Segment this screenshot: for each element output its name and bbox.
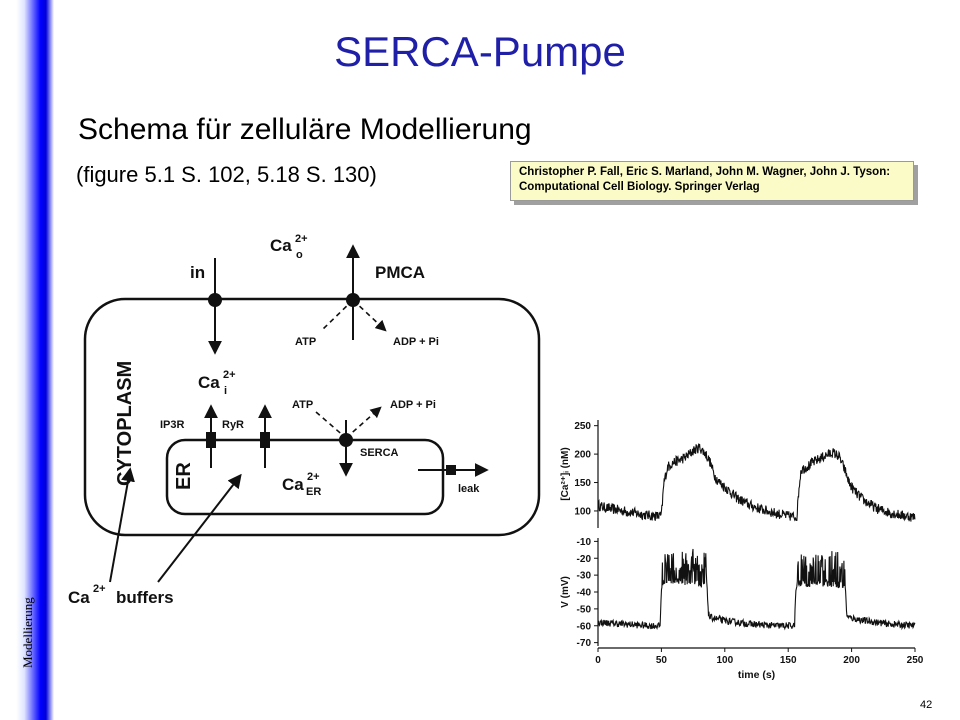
chart2-ytick-label: -70 [577,638,592,649]
chart2-xlabel: time (s) [738,669,775,681]
chart2-ylabel: V (mV) [560,576,571,608]
chart2-ytick-label: -20 [577,554,592,565]
chart2-xtick-label: 150 [780,655,797,666]
chart1-ytick-label: 150 [574,478,591,489]
chart1-ylabel: [Ca²⁺]ᵢ (nM) [560,447,571,500]
chart2-xtick-label: 50 [656,655,668,666]
chart1-trace [598,444,915,522]
chart1-ytick-label: 250 [574,421,591,432]
chart2-ytick-label: -30 [577,571,592,582]
chart1-ytick-label: 200 [574,450,591,461]
chart2-xtick-label: 250 [907,655,924,666]
chart1-ytick-label: 100 [574,506,591,517]
chart2-ytick-label: -40 [577,588,592,599]
chart2-xtick-label: 0 [595,655,601,666]
chart2-ytick-label: -10 [577,537,592,548]
chart2-xtick-label: 100 [716,655,733,666]
chart2-ytick-label: -60 [577,621,592,632]
chart2-trace [598,549,915,629]
chart2-ytick-label: -50 [577,604,592,615]
chart2-xtick-label: 200 [843,655,860,666]
